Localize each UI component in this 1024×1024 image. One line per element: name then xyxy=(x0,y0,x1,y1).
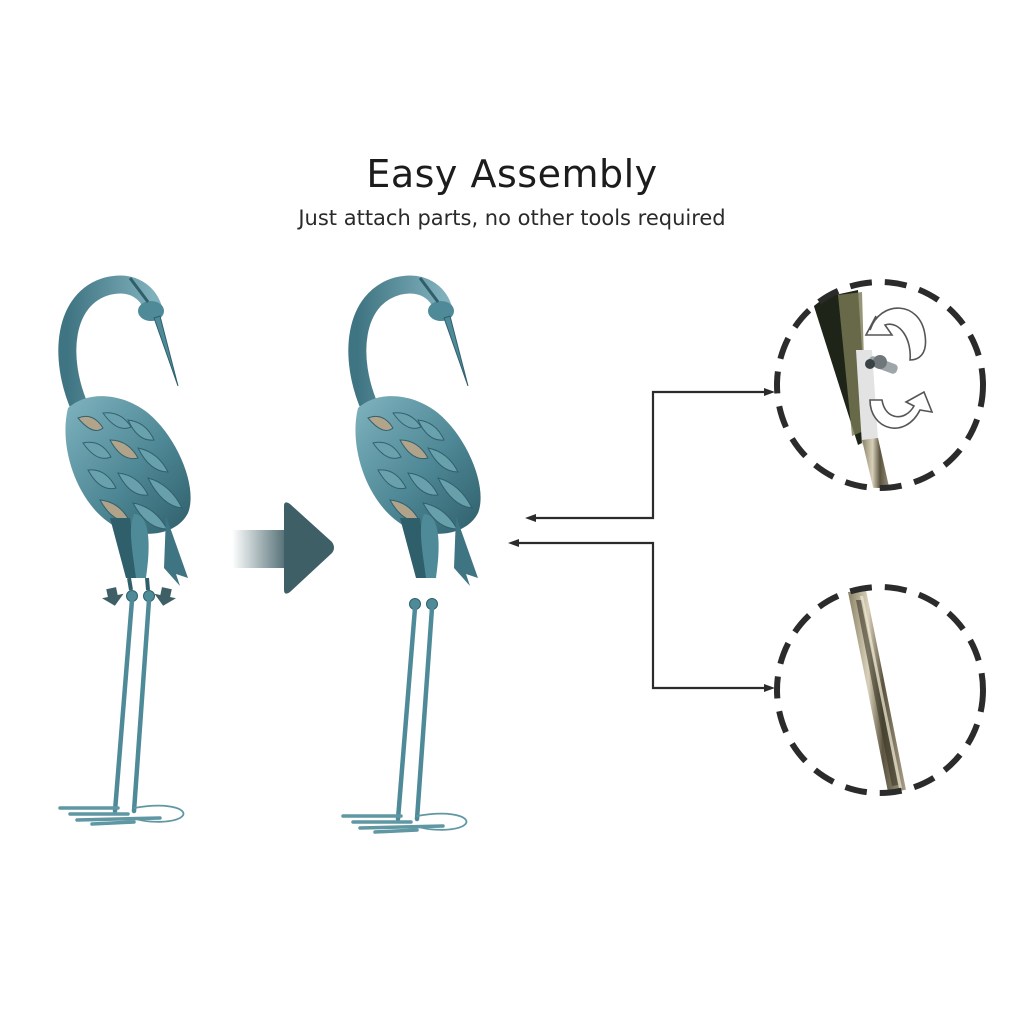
crane-disassembled xyxy=(60,278,191,824)
crane-assembled xyxy=(343,278,481,832)
right-arrow-icon xyxy=(232,502,334,594)
header: Easy Assembly Just attach parts, no othe… xyxy=(0,150,1024,232)
page-title: Easy Assembly xyxy=(366,152,658,196)
page-subtitle: Just attach parts, no other tools requir… xyxy=(298,206,726,230)
down-arrow-icon xyxy=(102,587,176,606)
detail-wing-nut xyxy=(774,279,986,491)
connector-lines xyxy=(512,390,768,690)
arrowheads xyxy=(508,388,775,692)
rotate-icon xyxy=(864,307,934,429)
detail-leg-rod xyxy=(774,584,986,796)
